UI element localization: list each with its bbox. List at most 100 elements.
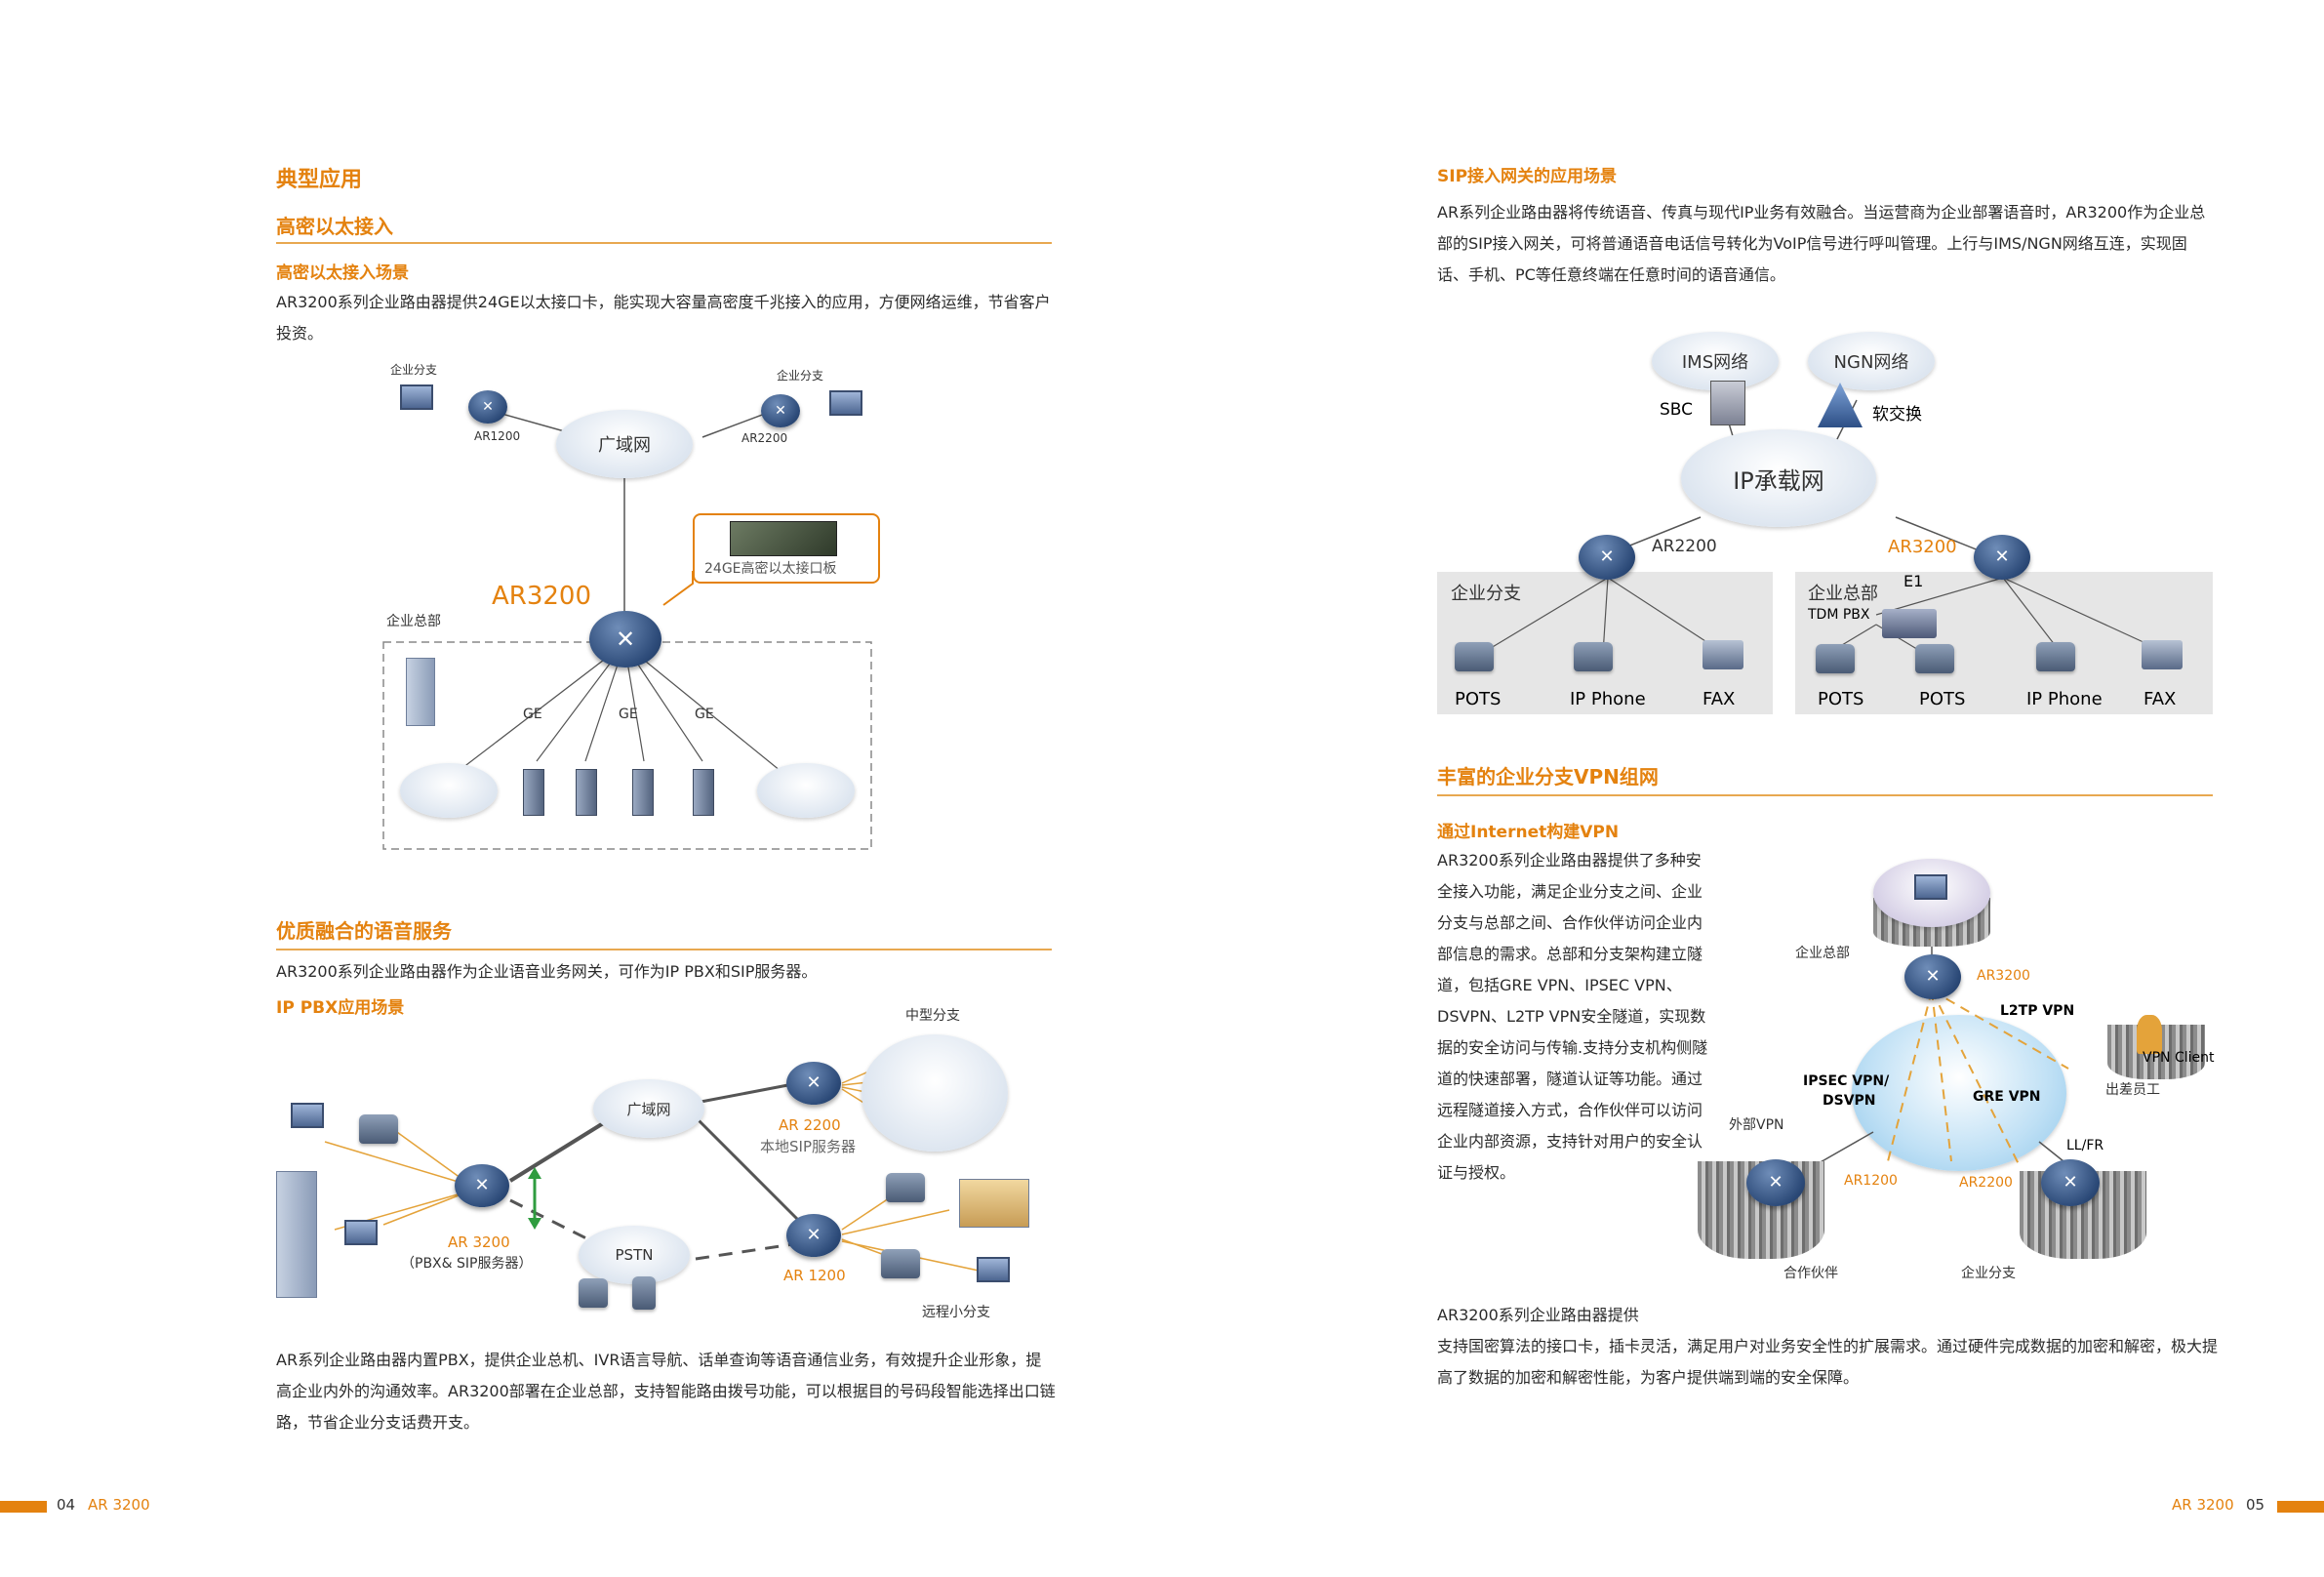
branch-cloud [861, 1034, 1008, 1152]
fax-label: FAX [2144, 689, 2177, 709]
sbc-icon [1710, 381, 1745, 425]
branch-label: 企业分支 [1451, 584, 1521, 604]
hq-label: 企业总部 [1795, 946, 1850, 961]
router-icon: ✕ [786, 1062, 841, 1105]
traveler-icon [2137, 1015, 2162, 1054]
router-icon: ✕ [1904, 954, 1961, 999]
voice-body: AR3200系列企业路由器作为企业语音业务网关，可作为IP PBX和SIP服务器… [276, 962, 818, 981]
router-label-ar1200: AR1200 [474, 429, 521, 443]
ippbx-links [324, 1048, 980, 1272]
footer-bar [2277, 1501, 2324, 1513]
ethernet-subtitle: 高密以太接入场景 [276, 263, 409, 283]
main-router-label: AR3200 [492, 582, 592, 611]
gre-label: GRE VPN [1973, 1089, 2041, 1105]
pots-label: POTS [1818, 689, 1864, 709]
pbx-label: （PBX& SIP服务器） [401, 1256, 533, 1272]
ar3200-label: AR 3200 [448, 1233, 510, 1251]
voice-body-2: AR系列企业路由器内置PBX，提供企业总机、IVR语言导航、话单查询等语音通信业… [276, 1351, 1056, 1432]
sbc-label: SBC [1660, 400, 1694, 420]
phone-icon [1455, 642, 1494, 671]
laptop-icon [977, 1257, 1010, 1282]
ethernet-title: 高密以太接入 [276, 215, 393, 238]
ge-label-1: GE [523, 707, 542, 722]
router-icon: ✕ [1579, 535, 1635, 580]
building-icon [276, 1171, 317, 1298]
ge-label-2: GE [619, 707, 638, 722]
internet-cloud [1852, 1015, 2066, 1171]
router-icon: ✕ [2041, 1159, 2100, 1206]
remote-branch-label: 远程小分支 [922, 1305, 990, 1320]
house-icon [959, 1179, 1029, 1228]
router-icon: ✕ [761, 394, 800, 427]
ar1200-label: AR1200 [1844, 1173, 1898, 1189]
dsvpn-label: DSVPN [1823, 1093, 1876, 1109]
ar2200-label: AR2200 [1652, 537, 1717, 556]
ims-cloud-label: IMS网络 [1681, 352, 1749, 373]
ngn-cloud: NGN网络 [1808, 332, 1935, 390]
vpn-body-2-line1: AR3200系列企业路由器提供 [1437, 1306, 1639, 1324]
page-number: 04 [57, 1496, 76, 1514]
callout-label: 24GE高密以太接口板 [704, 561, 837, 577]
ar2200-label: AR2200 [1959, 1175, 2013, 1191]
branch-pc-icon [400, 384, 433, 410]
wan-cloud-label: 广域网 [598, 435, 651, 456]
fax-icon [2142, 640, 2183, 669]
voice-subtitle: IP PBX应用场景 [276, 998, 405, 1018]
section-heading: 典型应用 [276, 168, 363, 192]
branch-label-2: 企业分支 [777, 369, 824, 383]
ar2200-label: AR 2200 [779, 1116, 841, 1134]
vpn-diagram: 企业总部 ✕ AR3200 L2TP VPN VPN Client 出差员工 I… [1688, 849, 2215, 1288]
page-number: 05 [2246, 1496, 2265, 1514]
pc-icon [1914, 874, 1947, 900]
e1-label: E1 [1903, 572, 1924, 590]
router-icon: ✕ [786, 1214, 841, 1257]
ar3200-label: AR3200 [1888, 537, 1957, 557]
ipphone-label: IP Phone [2026, 689, 2103, 709]
phone-icon [1915, 644, 1954, 673]
softswitch-label: 软交换 [1872, 405, 1922, 425]
lan-cloud [400, 763, 498, 818]
router-icon: ✕ [1746, 1159, 1805, 1206]
ethernet-body: AR3200系列企业路由器提供24GE以太接口卡，能实现大容量高密度千兆接入的应… [276, 293, 1051, 343]
hq-label: 企业总部 [1808, 584, 1878, 604]
tdm-pbx-icon [1882, 609, 1937, 638]
divider [1437, 794, 2213, 796]
sip-title: SIP接入网关的应用场景 [1437, 167, 1618, 186]
router-icon: ✕ [1974, 535, 2030, 580]
pots-label: POTS [1455, 689, 1502, 709]
traveler-label: 出差员工 [2105, 1082, 2160, 1098]
router-icon: ✕ [455, 1164, 509, 1207]
wan-cloud-label: 广域网 [626, 1100, 671, 1118]
laptop-icon [344, 1220, 378, 1245]
branch-label: 企业分支 [1961, 1266, 2016, 1281]
router-label-ar2200: AR2200 [741, 431, 788, 445]
ipphone-label: IP Phone [1570, 689, 1646, 709]
phone-icon [886, 1173, 925, 1202]
tdm-label: TDM PBX [1808, 607, 1870, 623]
pc-icon [291, 1103, 324, 1128]
fax-icon [1703, 640, 1743, 669]
ip-cloud-label: IP承载网 [1733, 466, 1824, 495]
branch-pc-icon [829, 390, 862, 416]
llfr-label: LL/FR [2066, 1138, 2104, 1153]
ipsec-label: IPSEC VPN/ [1803, 1073, 1890, 1089]
hq-label: 企业总部 [386, 614, 441, 629]
fax-label: FAX [1703, 689, 1736, 709]
footer-product: AR 3200 [2172, 1496, 2234, 1514]
phone-icon [2036, 642, 2075, 671]
mid-branch-label: 中型分支 [905, 1008, 960, 1024]
building-icon [406, 658, 435, 726]
ethernet-diagram: 企业分支 企业分支 ✕ ✕ AR1200 AR2200 广域网 24GE高密以太… [371, 361, 917, 859]
ippbx-diagram: ✕ AR 3200 （PBX& SIP服务器） 广域网 PSTN 中型分支 ✕ … [276, 1005, 1057, 1327]
router-icon: ✕ [468, 390, 507, 424]
phone-icon [1574, 642, 1613, 671]
server-icon [576, 769, 597, 816]
vpn-title: 丰富的企业分支VPN组网 [1437, 765, 1659, 788]
vpn-subtitle: 通过Internet构建VPN [1437, 823, 1620, 842]
footer-bar [0, 1501, 47, 1513]
footer-product: AR 3200 [88, 1496, 150, 1514]
wan-cloud: 广域网 [556, 410, 693, 478]
ge-label-3: GE [695, 707, 714, 722]
partner-label: 合作伙伴 [1783, 1266, 1838, 1281]
ip-cloud: IP承载网 [1681, 429, 1876, 527]
